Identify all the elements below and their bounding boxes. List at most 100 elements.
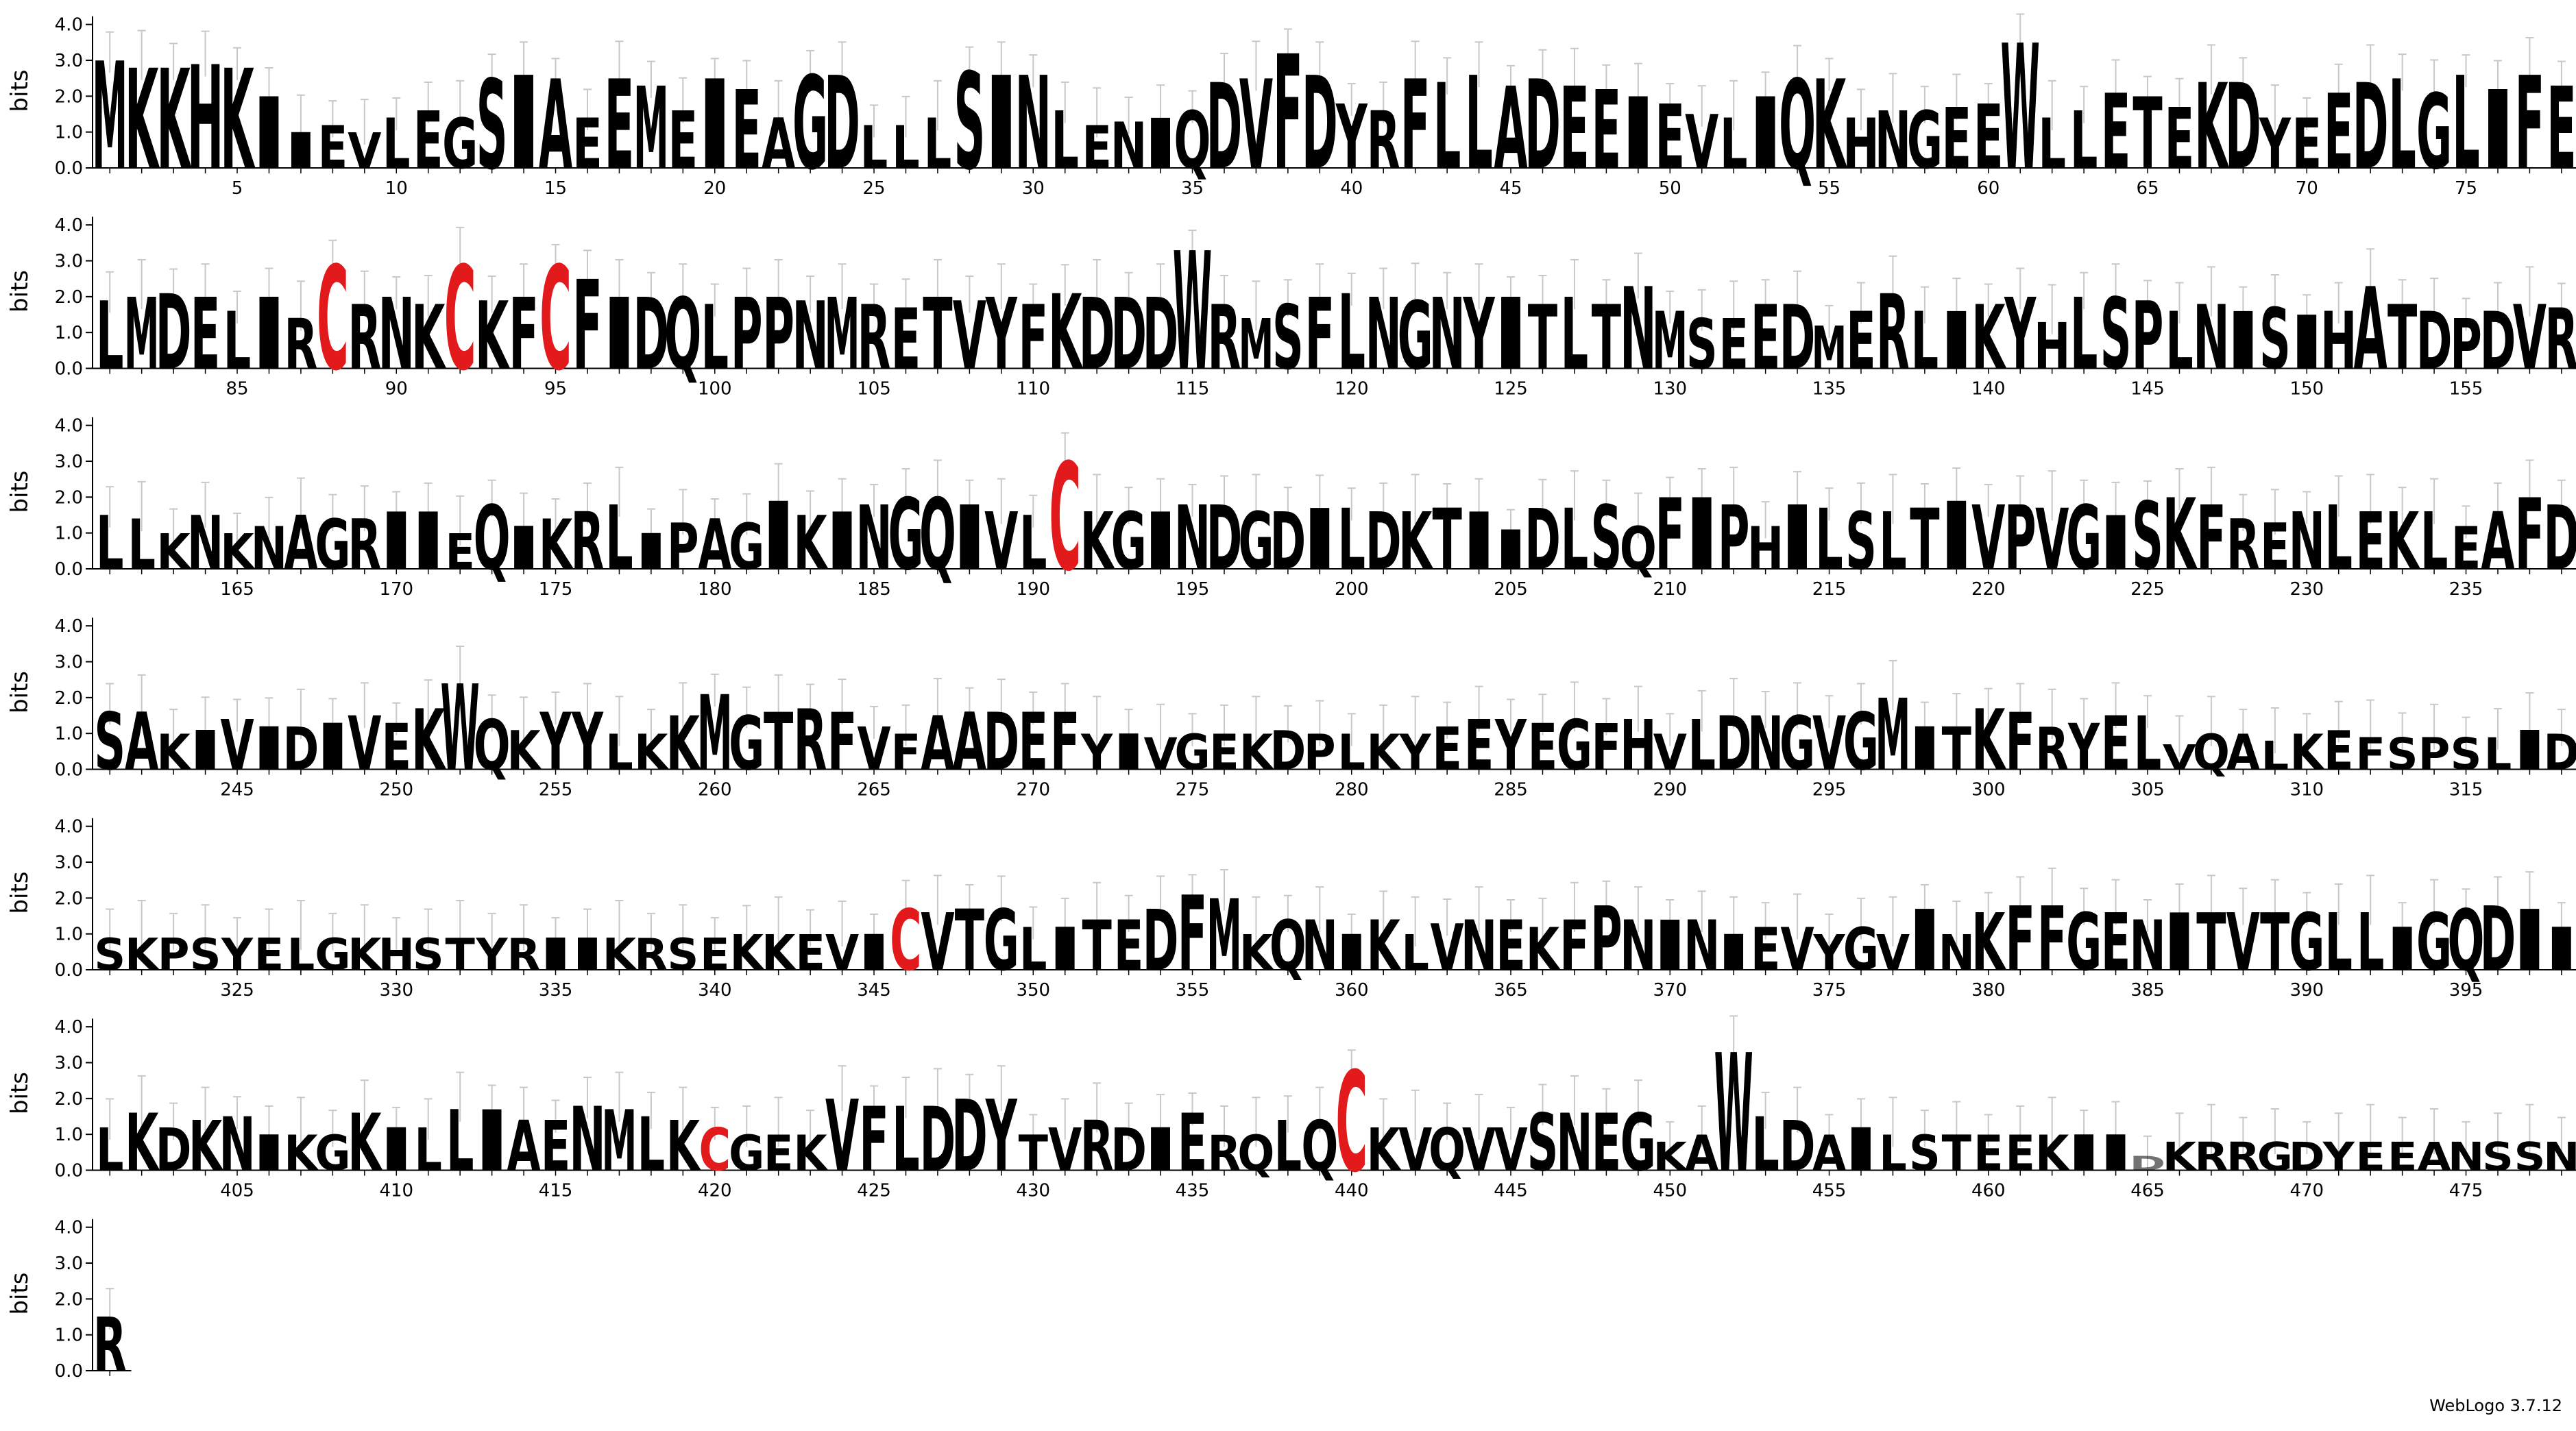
residue-letter: F — [859, 1088, 888, 1191]
x-tick-label: 125 — [1494, 379, 1528, 400]
residue-letter: E — [1751, 915, 1780, 983]
residue-letter: K — [2163, 1134, 2198, 1179]
residue-letter: V — [953, 282, 986, 391]
x-tick-label: 355 — [1176, 980, 1210, 1001]
residue-letter: F — [2006, 696, 2035, 788]
residue-letter: V — [984, 496, 1018, 588]
residue-letter: E — [1432, 715, 1461, 783]
residue-letter: I — [2097, 500, 2135, 586]
residue-letter: E — [541, 1106, 570, 1186]
residue-letter: G — [2066, 897, 2102, 989]
residue-letter: K — [507, 720, 542, 782]
y-tick-label: 2.0 — [55, 1289, 83, 1310]
residue-letter: L — [414, 1116, 441, 1184]
residue-letter: K — [1048, 273, 1084, 393]
residue-letter: D — [1524, 491, 1561, 589]
x-tick-label: 390 — [2289, 980, 2324, 1001]
residue-letter: L — [1338, 273, 1365, 393]
residue-letter: Y — [1462, 278, 1495, 393]
x-tick-label: 405 — [220, 1181, 254, 1201]
residue-letter: N — [378, 278, 415, 393]
residue-letter: M — [633, 64, 668, 195]
residue-letter: Q — [919, 478, 956, 593]
residue-letter: L — [1465, 49, 1492, 198]
residue-letter: C — [444, 236, 476, 402]
residue-letter: L — [892, 1088, 919, 1191]
residue-letter: K — [539, 505, 574, 585]
x-tick-label: 415 — [539, 1181, 573, 1201]
residue-letter: P — [2450, 304, 2482, 384]
residue-letter: I — [1460, 496, 1498, 587]
residue-letter: I — [760, 482, 797, 591]
residue-letter: I — [1142, 104, 1180, 184]
residue-letter: D — [1143, 892, 1179, 990]
residue-letter: T — [446, 930, 476, 981]
x-tick-label: 190 — [1016, 579, 1050, 600]
y-axis-label: bits — [6, 671, 34, 713]
residue-letter: G — [315, 1125, 350, 1182]
residue-letter: P — [2132, 282, 2164, 391]
y-tick-label: 3.0 — [55, 652, 83, 673]
x-tick-label: 90 — [385, 379, 408, 400]
residue-letter: N — [2575, 1134, 2576, 1179]
residue-letter: Y — [985, 278, 1018, 393]
residue-letter: I — [473, 1092, 511, 1190]
residue-letter: G — [984, 892, 1019, 990]
residue-letter: A — [1494, 64, 1527, 195]
residue-letter: E — [2387, 1134, 2417, 1179]
residue-letter: I — [1142, 496, 1180, 587]
x-tick-label: 395 — [2449, 980, 2483, 1001]
residue-letter: R — [1208, 286, 1241, 389]
residue-letter: F — [2006, 888, 2035, 991]
residue-letter: E — [1114, 906, 1143, 986]
residue-letter: S — [1909, 1125, 1941, 1182]
x-tick-label: 120 — [1335, 379, 1369, 400]
residue-letter: E — [764, 1125, 793, 1182]
x-tick-label: 325 — [220, 980, 254, 1001]
residue-letter: E — [572, 104, 602, 184]
x-tick-label: 130 — [1653, 379, 1687, 400]
residue-letter: D — [2480, 888, 2516, 991]
residue-letter: W — [1173, 219, 1212, 407]
residue-letter: I — [2065, 1125, 2103, 1182]
residue-letter: L — [96, 282, 123, 391]
residue-letter: G — [2416, 73, 2452, 193]
residue-letter: Q — [1429, 1116, 1466, 1184]
x-tick-label: 135 — [1812, 379, 1847, 400]
residue-letter: L — [2388, 53, 2416, 197]
residue-letter: L — [287, 930, 315, 981]
residue-letter: K — [1367, 724, 1402, 781]
residue-letter: R — [1080, 1106, 1114, 1186]
residue-letter: F — [1019, 286, 1048, 389]
residue-letter: V — [1462, 1116, 1496, 1184]
residue-letter: L — [1433, 59, 1461, 196]
residue-letter: A — [284, 500, 317, 586]
residue-letter: N — [1620, 906, 1656, 986]
x-tick-label: 200 — [1335, 579, 1369, 600]
y-tick-label: 1.0 — [55, 925, 83, 945]
residue-letter: G — [2257, 1134, 2293, 1179]
residue-letter: E — [605, 53, 634, 197]
residue-letter: A — [2354, 265, 2387, 395]
residue-letter: G — [2066, 487, 2102, 590]
residue-letter: E — [1528, 710, 1557, 785]
y-tick-label: 2.0 — [55, 487, 83, 508]
y-tick-label: 1.0 — [55, 724, 83, 744]
residue-letter: G — [1779, 701, 1815, 787]
residue-letter: L — [2261, 733, 2289, 779]
residue-letter: S — [2100, 278, 2132, 393]
residue-letter: I — [2097, 1125, 2135, 1182]
residue-letter: D — [1110, 1116, 1147, 1184]
residue-letter: T — [2387, 286, 2417, 389]
residue-letter: K — [348, 930, 383, 981]
y-tick-label: 4.0 — [55, 1017, 83, 1038]
x-tick-label: 35 — [1181, 178, 1204, 199]
residue-letter: Q — [1301, 1106, 1338, 1186]
residue-letter: A — [2418, 1134, 2451, 1179]
residue-letter: D — [983, 696, 1019, 788]
residue-letter: L — [2324, 487, 2352, 590]
x-tick-label: 185 — [857, 579, 891, 600]
residue-letter: E — [1592, 1097, 1621, 1189]
x-tick-label: 275 — [1176, 780, 1210, 800]
residue-letter: M — [1239, 304, 1274, 384]
